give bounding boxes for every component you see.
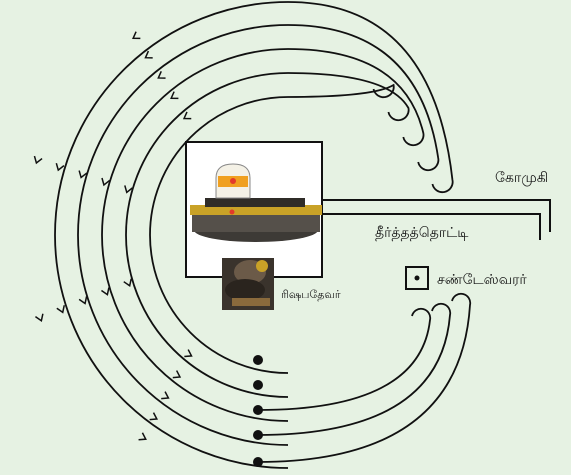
theertha-thotti-label: தீர்த்தத்தொட்டி	[375, 225, 468, 243]
direction-arrow	[35, 314, 42, 321]
rishabadevar-label: ரிஷபதேவர்	[281, 288, 341, 303]
path-hook	[288, 85, 394, 97]
gomukhi-label: கோமுகி	[495, 170, 548, 188]
chandeswarar-shrine-icon	[406, 267, 428, 289]
direction-arrow	[133, 32, 140, 39]
start-dot-icon	[253, 457, 263, 467]
direction-arrow	[139, 433, 146, 440]
direction-arrow	[56, 163, 64, 170]
direction-arrow	[34, 156, 42, 163]
nandi-icon	[222, 258, 274, 310]
start-dots	[253, 355, 263, 467]
direction-arrow	[150, 413, 157, 420]
start-dot-icon	[253, 430, 263, 440]
direction-arrow	[124, 279, 131, 286]
direction-arrow	[171, 92, 178, 99]
direction-arrow	[57, 305, 64, 312]
direction-arrow	[184, 350, 191, 357]
direction-arrow	[158, 71, 165, 78]
direction-arrow	[173, 371, 180, 378]
direction-arrow	[79, 296, 86, 303]
lower-hook	[258, 309, 430, 410]
start-dot-icon	[253, 380, 263, 390]
direction-arrow	[145, 51, 152, 58]
start-dot-icon	[253, 355, 263, 365]
start-dot-icon	[253, 405, 263, 415]
direction-arrow	[184, 112, 191, 119]
direction-arrow	[101, 288, 108, 295]
chandeswarar-label: சண்டேஸ்வரர்	[437, 272, 527, 290]
lower-hook	[258, 294, 470, 462]
direction-arrow	[161, 392, 168, 399]
